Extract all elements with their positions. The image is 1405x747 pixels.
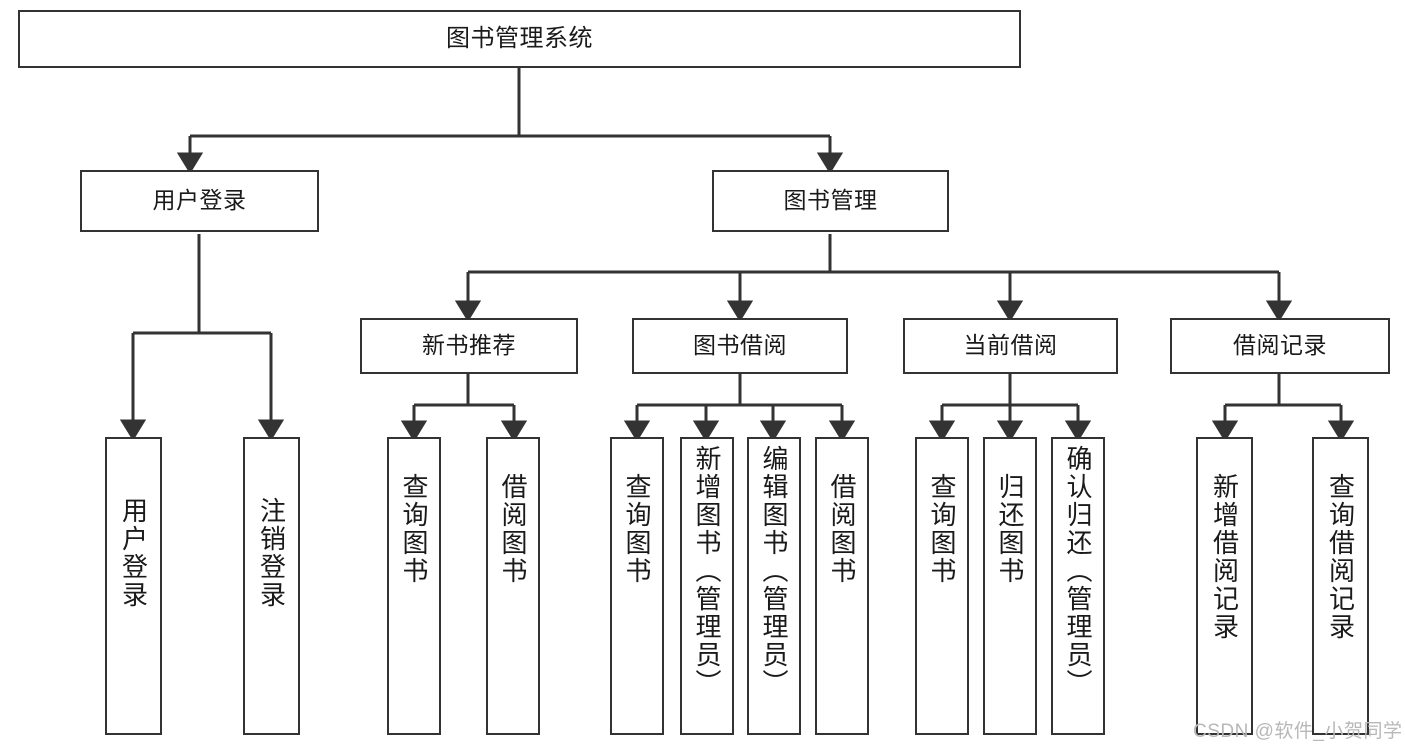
leaf-user-logout[interactable]: 注销登录 bbox=[243, 437, 300, 735]
node-label: 新增借阅记录 bbox=[1209, 473, 1240, 641]
node-label: 查询图书 bbox=[399, 473, 429, 585]
leaf-borrow-book-recommend[interactable]: 借阅图书 bbox=[486, 437, 540, 735]
leaf-borrow-book[interactable]: 借阅图书 bbox=[815, 437, 869, 735]
node-label: 借阅图书 bbox=[498, 473, 528, 585]
node-user-login[interactable]: 用户登录 bbox=[80, 170, 319, 232]
node-new-book-recommend[interactable]: 新书推荐 bbox=[360, 318, 578, 374]
node-label: 用户登录 bbox=[152, 187, 247, 214]
node-label: 新增图书（管理员） bbox=[692, 445, 722, 697]
csdn-watermark: CSDN @软件_小贺同学 bbox=[1193, 721, 1403, 742]
leaf-edit-book-admin[interactable]: 编辑图书（管理员） bbox=[747, 437, 801, 735]
node-label: 查询图书 bbox=[927, 473, 957, 585]
leaf-add-borrow-record[interactable]: 新增借阅记录 bbox=[1196, 437, 1253, 735]
leaf-confirm-return-admin[interactable]: 确认归还（管理员） bbox=[1051, 437, 1105, 735]
leaf-query-book-current[interactable]: 查询图书 bbox=[915, 437, 969, 735]
node-book-management[interactable]: 图书管理 bbox=[712, 170, 949, 232]
node-current-borrow[interactable]: 当前借阅 bbox=[903, 318, 1118, 374]
node-label: 注销登录 bbox=[256, 497, 287, 609]
node-root-system[interactable]: 图书管理系统 bbox=[18, 10, 1021, 68]
node-label: 查询借阅记录 bbox=[1325, 473, 1356, 641]
node-label: 图书管理系统 bbox=[446, 24, 593, 52]
leaf-query-borrow-record[interactable]: 查询借阅记录 bbox=[1312, 437, 1369, 735]
node-label: 当前借阅 bbox=[963, 332, 1058, 359]
node-label: 用户登录 bbox=[118, 497, 149, 609]
leaf-user-login[interactable]: 用户登录 bbox=[105, 437, 162, 735]
leaf-add-book-admin[interactable]: 新增图书（管理员） bbox=[680, 437, 734, 735]
node-label: 借阅图书 bbox=[827, 473, 857, 585]
node-label: 新书推荐 bbox=[422, 332, 516, 359]
node-label: 查询图书 bbox=[622, 473, 652, 585]
leaf-query-book-recommend[interactable]: 查询图书 bbox=[387, 437, 441, 735]
node-book-borrow[interactable]: 图书借阅 bbox=[632, 318, 848, 374]
node-label: 编辑图书（管理员） bbox=[759, 445, 789, 697]
leaf-return-book[interactable]: 归还图书 bbox=[983, 437, 1037, 735]
node-label: 归还图书 bbox=[995, 473, 1025, 585]
node-label: 确认归还（管理员） bbox=[1063, 445, 1093, 697]
node-label: 借阅记录 bbox=[1233, 332, 1327, 359]
node-label: 图书管理 bbox=[783, 187, 878, 214]
leaf-query-book-borrow[interactable]: 查询图书 bbox=[610, 437, 664, 735]
node-label: 图书借阅 bbox=[693, 332, 787, 359]
node-borrow-record[interactable]: 借阅记录 bbox=[1170, 318, 1390, 374]
